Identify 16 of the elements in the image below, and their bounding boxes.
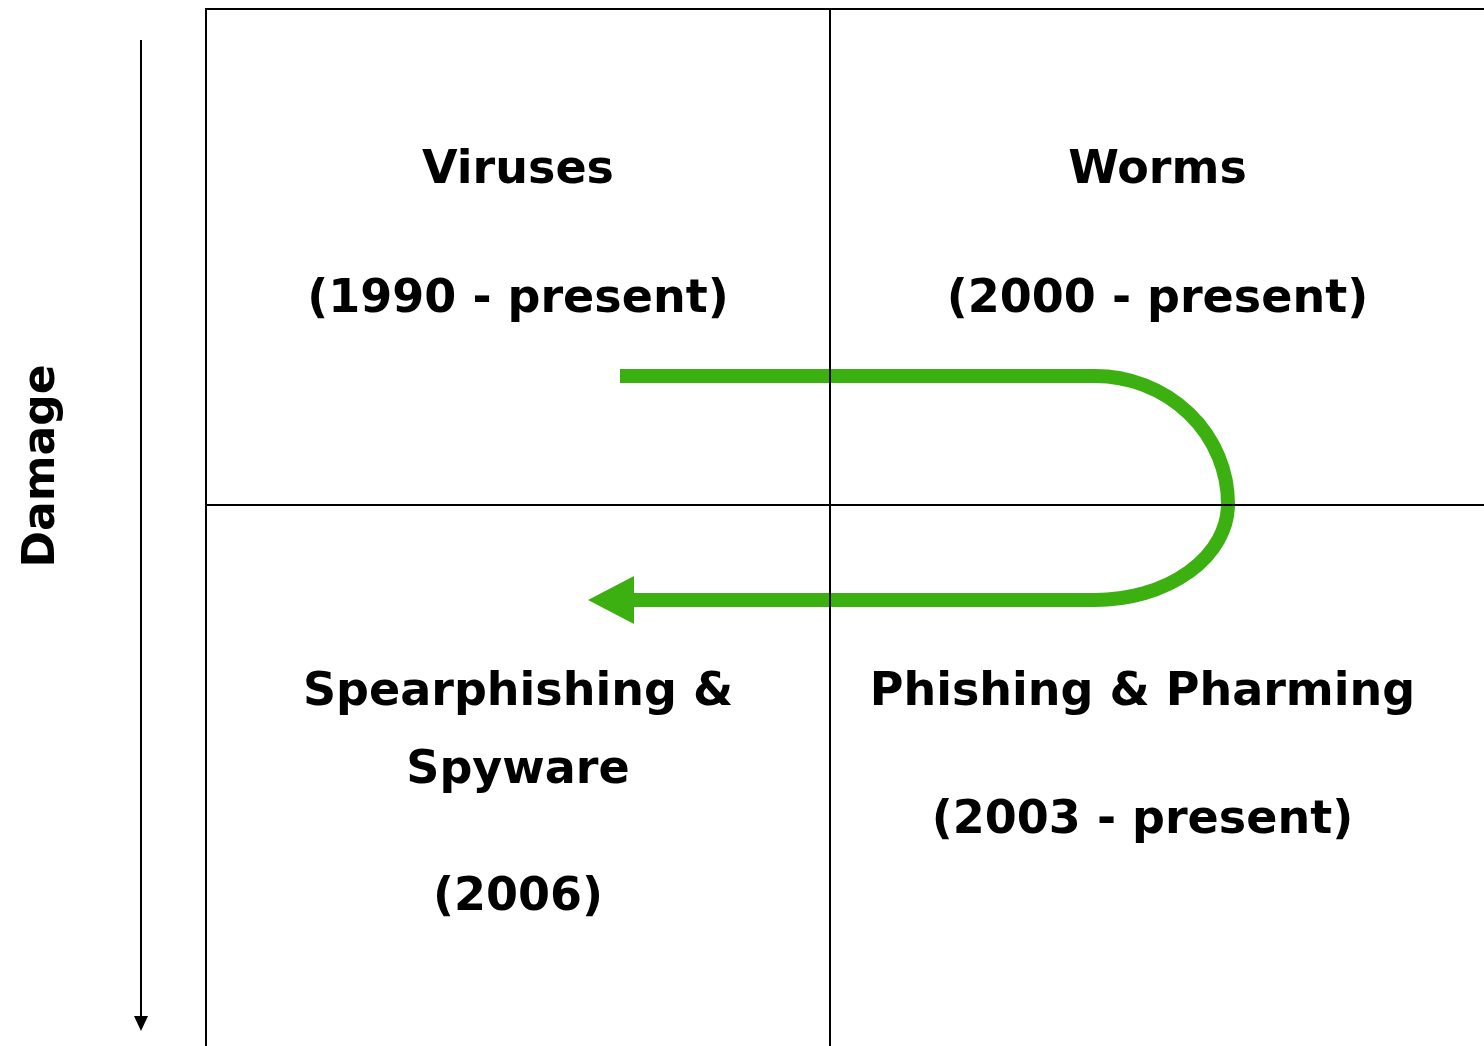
- grid-cell: [205, 8, 829, 504]
- grid-cell: [205, 504, 829, 1046]
- axis-label: Damage: [12, 364, 64, 568]
- grid-cell: [829, 504, 1484, 1046]
- cell-heading: Viruses: [422, 139, 614, 196]
- arrow: [588, 503, 1235, 624]
- date-range: (2000 - present): [946, 268, 1369, 325]
- date-range: (2006): [432, 866, 604, 923]
- date-range: (2003 - present): [931, 789, 1354, 846]
- grid-cell: [829, 8, 1484, 504]
- cell-heading: Worms: [1068, 139, 1247, 196]
- cell-heading: Spearphishing & Spyware: [301, 661, 735, 796]
- connector-line: [829, 369, 1235, 505]
- connector-line: [620, 369, 829, 383]
- cell-heading: Phishing & Pharming: [869, 661, 1416, 718]
- date-range: (1990 - present): [307, 268, 729, 325]
